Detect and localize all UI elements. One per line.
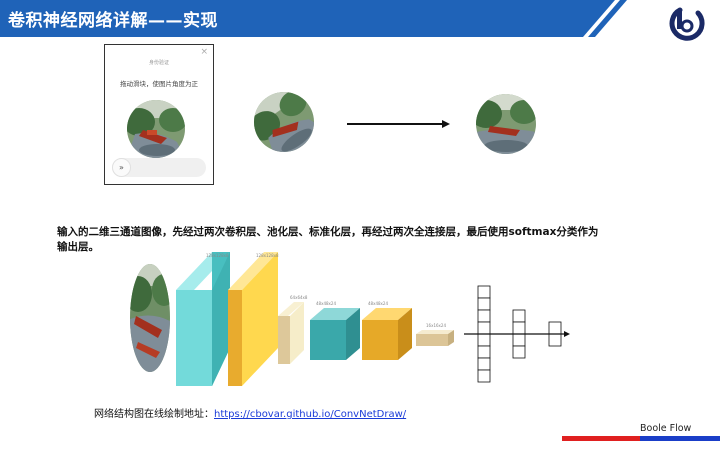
arrow-right-icon [347, 120, 450, 128]
header-bar [0, 0, 627, 37]
layer-dim-3: 64x64x8 [290, 295, 308, 300]
fc-layer-2 [512, 309, 526, 359]
close-icon[interactable]: × [200, 47, 208, 57]
corrected-image [476, 94, 536, 154]
rotated-image [254, 92, 314, 152]
slider-handle-icon[interactable]: » [112, 158, 131, 177]
source-label: 网络结构图在线绘制地址： [94, 409, 214, 420]
layer-dim-5: 48x48x24 [368, 301, 388, 306]
accent-bar-blue [640, 436, 720, 441]
brand-name: Boole Flow [640, 423, 692, 434]
input-image [130, 264, 170, 372]
logo-icon [669, 7, 705, 41]
conv-layer-2: 128x128x8 [228, 252, 279, 386]
captcha-image [127, 100, 185, 158]
description-line-1: 输入的二维三通道图像，先经过两次卷积层、池化层、标准化层，再经过两次全连接层，最… [57, 226, 599, 238]
captcha-dialog: × 身份验证 拖动滑块，使图片角度为正 » [104, 44, 214, 185]
captcha-slider[interactable]: » [112, 158, 206, 177]
fc-layer-1 [477, 285, 491, 383]
fc-arrow-icon [464, 331, 570, 337]
accent-bar-red [562, 436, 640, 441]
layer-dim-2: 128x128x8 [256, 253, 279, 258]
conv-layer-1: 128x128x8 [176, 252, 230, 386]
source-link[interactable]: https://cbovar.github.io/ConvNetDraw/ [214, 409, 407, 420]
pool-layer: 64x64x8 [278, 295, 308, 364]
norm-layer: 48x48x24 [310, 301, 360, 360]
layer-dim-1: 128x128x8 [206, 253, 229, 258]
pool-layer-2: 16x16x24 [416, 323, 454, 346]
layer-dim-4: 48x48x24 [316, 301, 336, 306]
description-line-2: 输出层。 [57, 241, 99, 253]
output-layer [548, 321, 562, 347]
layer-dim-6: 16x16x24 [426, 323, 446, 328]
conv-layer-3: 48x48x24 [362, 301, 412, 360]
captcha-hint: 拖动滑块，使图片角度为正 [120, 80, 198, 88]
captcha-title: 身份验证 [148, 60, 169, 66]
network-diagram: 128x128x8 128x128x8 64x64x8 48x48x24 48x… [130, 252, 570, 386]
source-line: 网络结构图在线绘制地址：https://cbovar.github.io/Con… [94, 405, 406, 420]
page-title: 卷积神经网络详解——实现 [8, 11, 218, 31]
